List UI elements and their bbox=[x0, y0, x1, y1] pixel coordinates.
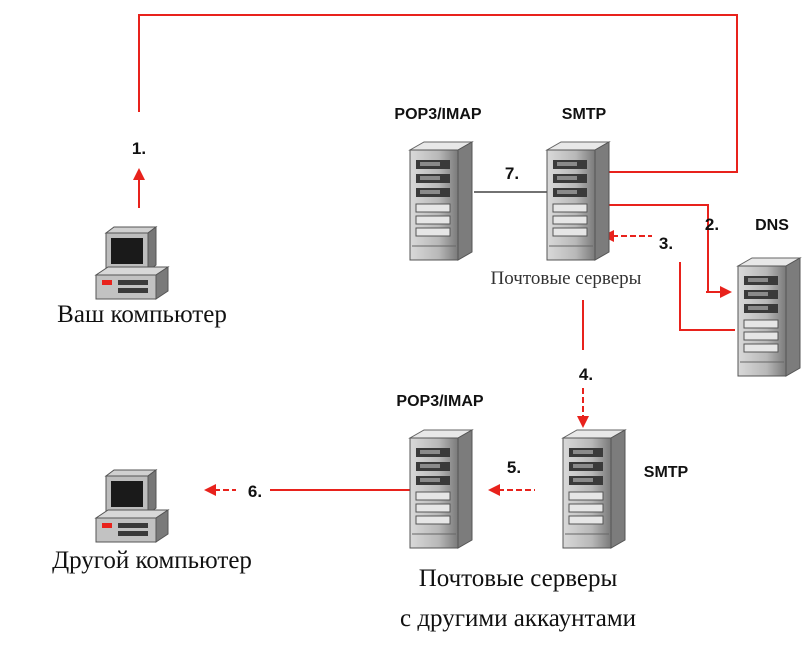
smtp-label: SMTP bbox=[562, 106, 607, 123]
pop-imap-label: POP3/IMAP bbox=[396, 393, 483, 410]
step-label: 5. bbox=[507, 458, 521, 477]
arrow-down-icon bbox=[577, 388, 589, 428]
server-tower-icon bbox=[562, 429, 626, 549]
step-label: 7. bbox=[505, 164, 519, 183]
step-label: 6. bbox=[248, 482, 262, 501]
desktop-computer-icon bbox=[95, 469, 169, 543]
arrow-left-icon bbox=[204, 484, 236, 496]
other-servers-caption: с другими аккаунтами bbox=[400, 605, 636, 632]
server-tower-icon bbox=[409, 429, 473, 549]
step-label: 4. bbox=[579, 365, 593, 384]
step-label: 3. bbox=[659, 234, 673, 253]
mail-servers-caption: Почтовые серверы bbox=[491, 268, 642, 289]
desktop-computer-icon bbox=[95, 226, 169, 300]
pop-imap-label: POP3/IMAP bbox=[394, 106, 481, 123]
step-label: 2. bbox=[705, 215, 719, 234]
dns-label: DNS bbox=[755, 217, 789, 234]
arrow-up-icon bbox=[133, 168, 145, 208]
arrow-right-icon bbox=[706, 286, 732, 298]
server-tower-icon bbox=[409, 141, 473, 261]
route-line-3 bbox=[679, 262, 735, 331]
server-tower-icon bbox=[546, 141, 610, 261]
your-computer-caption: Ваш компьютер bbox=[57, 301, 227, 328]
other-computer-caption: Другой компьютер bbox=[52, 547, 252, 574]
server-tower-icon bbox=[737, 257, 801, 377]
arrow-left-icon bbox=[488, 484, 535, 496]
route-line-1 bbox=[138, 14, 738, 173]
smtp-label: SMTP bbox=[644, 464, 689, 481]
other-servers-caption: Почтовые серверы bbox=[419, 565, 618, 592]
step-label: 1. bbox=[132, 139, 146, 158]
